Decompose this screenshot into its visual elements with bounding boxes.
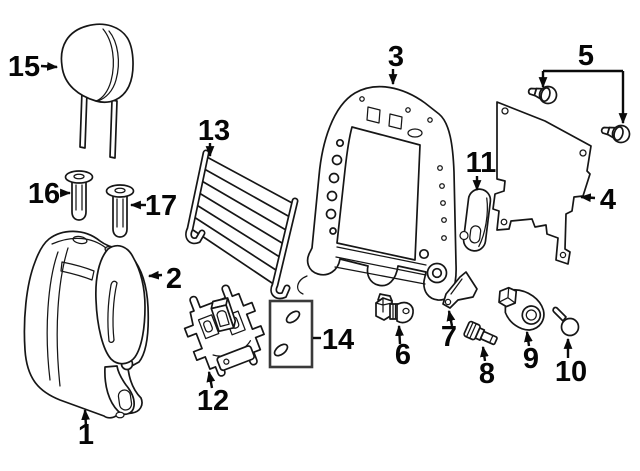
callout-7[interactable]: 7 [441, 309, 457, 353]
callout-16-label[interactable]: 16 [28, 178, 60, 210]
part-mounting-screw-lower[interactable] [600, 120, 632, 144]
callout-15[interactable]: 15 [8, 51, 59, 83]
callout-9[interactable]: 9 [523, 330, 539, 375]
callout-13-label[interactable]: 13 [198, 115, 230, 147]
callout-15-label[interactable]: 15 [8, 51, 40, 83]
callout-17[interactable]: 17 [129, 190, 177, 222]
part-seat-back-panel[interactable] [492, 101, 592, 265]
callout-10[interactable]: 10 [555, 337, 587, 388]
callout-4[interactable]: 4 [579, 184, 616, 216]
callout-8-label[interactable]: 8 [479, 358, 495, 390]
callout-13[interactable]: 13 [198, 115, 230, 158]
callout-3[interactable]: 3 [388, 41, 404, 86]
callout-11-label[interactable]: 11 [466, 147, 497, 179]
part-headrest-guide-right[interactable] [105, 184, 135, 238]
callout-3-label[interactable]: 3 [388, 41, 404, 73]
part-headrest-guide-left[interactable] [64, 170, 94, 221]
callout-4-label[interactable]: 4 [600, 184, 616, 216]
pad-hole [273, 343, 289, 357]
callout-5-label[interactable]: 5 [578, 40, 594, 72]
part-spacer-pad[interactable] [268, 299, 314, 369]
part-mounting-bracket-assembly[interactable] [175, 278, 273, 384]
part-clip-bracket[interactable] [375, 293, 414, 324]
callout-14-label[interactable]: 14 [322, 324, 354, 356]
callout-9-label[interactable]: 9 [523, 343, 539, 375]
part-lumbar-support-mat[interactable] [185, 149, 299, 300]
callout-2-label[interactable]: 2 [166, 263, 182, 295]
callout-12-label[interactable]: 12 [197, 385, 229, 417]
part-side-bolster-cushion[interactable] [95, 244, 146, 365]
part-trim-cap-strip[interactable] [458, 187, 492, 252]
callout-5[interactable]: 5 [538, 40, 628, 125]
part-seat-back-frame[interactable] [297, 85, 457, 301]
part-shoulder-bolt[interactable] [463, 320, 499, 349]
pad-hole [285, 310, 301, 324]
callout-8[interactable]: 8 [479, 345, 495, 390]
part-trim-plate[interactable] [442, 271, 478, 309]
callout-1-label[interactable]: 1 [78, 419, 94, 451]
callout-11[interactable]: 11 [466, 147, 497, 192]
callout-6-label[interactable]: 6 [395, 339, 411, 371]
callout-17-label[interactable]: 17 [145, 190, 177, 222]
callout-1[interactable]: 1 [78, 408, 94, 451]
callout-7-label[interactable]: 7 [441, 321, 457, 353]
callout-6[interactable]: 6 [395, 324, 411, 371]
callout-14[interactable]: 14 [313, 324, 354, 356]
part-headrest[interactable] [60, 23, 134, 159]
callout-16[interactable]: 16 [28, 178, 72, 210]
callout-2[interactable]: 2 [147, 263, 182, 295]
part-cap[interactable] [552, 306, 580, 337]
part-adjuster-knob[interactable] [494, 286, 547, 332]
callout-10-label[interactable]: 10 [555, 356, 587, 388]
callout-12[interactable]: 12 [197, 370, 229, 417]
